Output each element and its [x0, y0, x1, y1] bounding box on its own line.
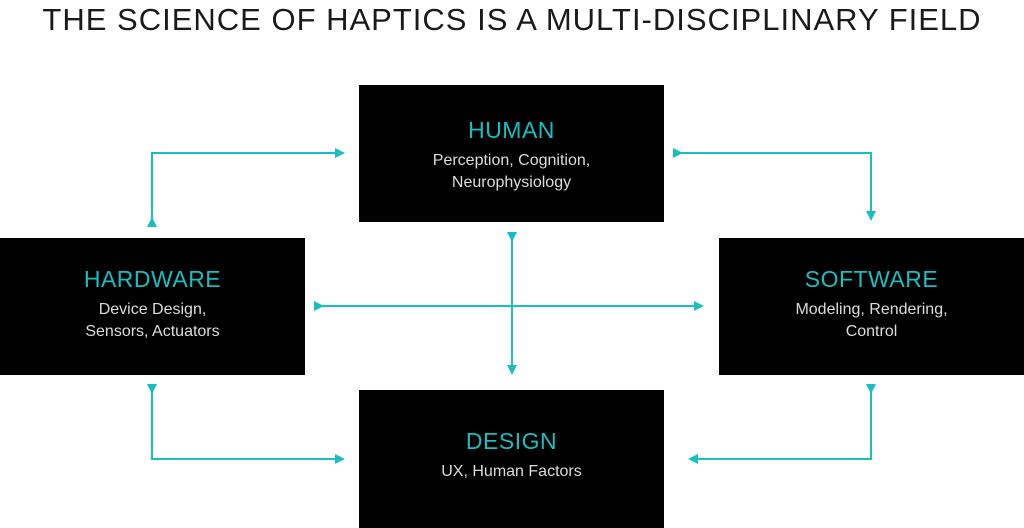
node-heading: SOFTWARE	[804, 266, 939, 292]
node-design: DESIGN UX, Human Factors	[359, 390, 664, 528]
node-description-line: Control	[845, 323, 898, 340]
node-heading: HUMAN	[468, 117, 555, 143]
node-software: SOFTWARE Modeling, Rendering, Control	[719, 238, 1024, 375]
node-description-line: Modeling, Rendering,	[795, 301, 948, 318]
node-hardware: HARDWARE Device Design, Sensors, Actuato…	[0, 238, 305, 375]
diagram-title: THE SCIENCE OF HAPTICS IS A MULTI-DISCIP…	[42, 2, 982, 37]
node-human: HUMAN Perception, Cognition, Neurophysio…	[359, 85, 664, 222]
arrow-human-software	[673, 148, 876, 221]
node-description-line: Sensors, Actuators	[85, 323, 220, 340]
node-heading: DESIGN	[465, 428, 558, 454]
node-description-line: Perception, Cognition,	[432, 152, 591, 169]
arrow-hardware-design	[147, 384, 345, 464]
arrow-human-hardware	[147, 148, 345, 227]
node-description-line: Neurophysiology	[451, 174, 572, 191]
node-heading: HARDWARE	[83, 266, 222, 292]
arrow-software-design	[688, 384, 876, 464]
node-description-line: UX, Human Factors	[441, 463, 582, 480]
node-description-line: Device Design,	[98, 301, 207, 318]
